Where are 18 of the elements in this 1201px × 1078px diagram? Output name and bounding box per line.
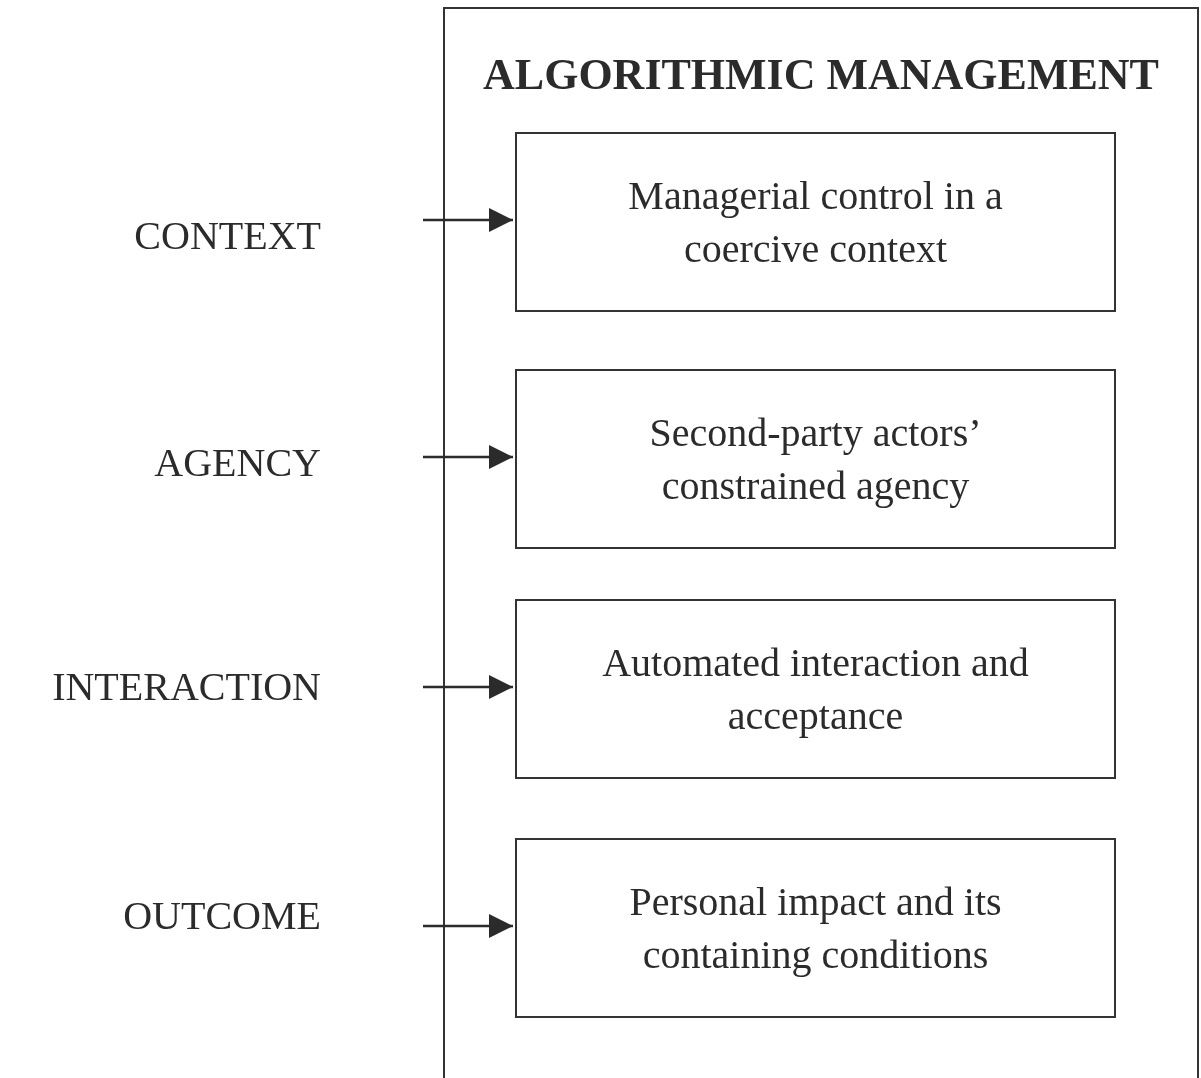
process-box [515, 369, 1116, 549]
container-title: ALGORITHMIC MANAGEMENT [482, 49, 1160, 100]
box-text: Automated interaction and acceptance [601, 639, 1030, 740]
arrow [423, 675, 513, 699]
process-box [515, 132, 1116, 312]
row-label: OUTCOME [123, 893, 321, 939]
process-box [515, 599, 1116, 779]
arrow [423, 208, 513, 232]
row-label: AGENCY [154, 440, 321, 486]
box-text: Managerial control in a coercive context [627, 172, 1004, 273]
arrow [423, 445, 513, 469]
box-text: Second-party actors’ constrained agency [648, 409, 983, 510]
row-label: CONTEXT [134, 213, 321, 259]
row-label: INTERACTION [52, 664, 321, 710]
process-box [515, 838, 1116, 1018]
arrow [423, 914, 513, 938]
container-box [443, 7, 1199, 1078]
box-text: Personal impact and its containing conditions [628, 878, 1003, 979]
